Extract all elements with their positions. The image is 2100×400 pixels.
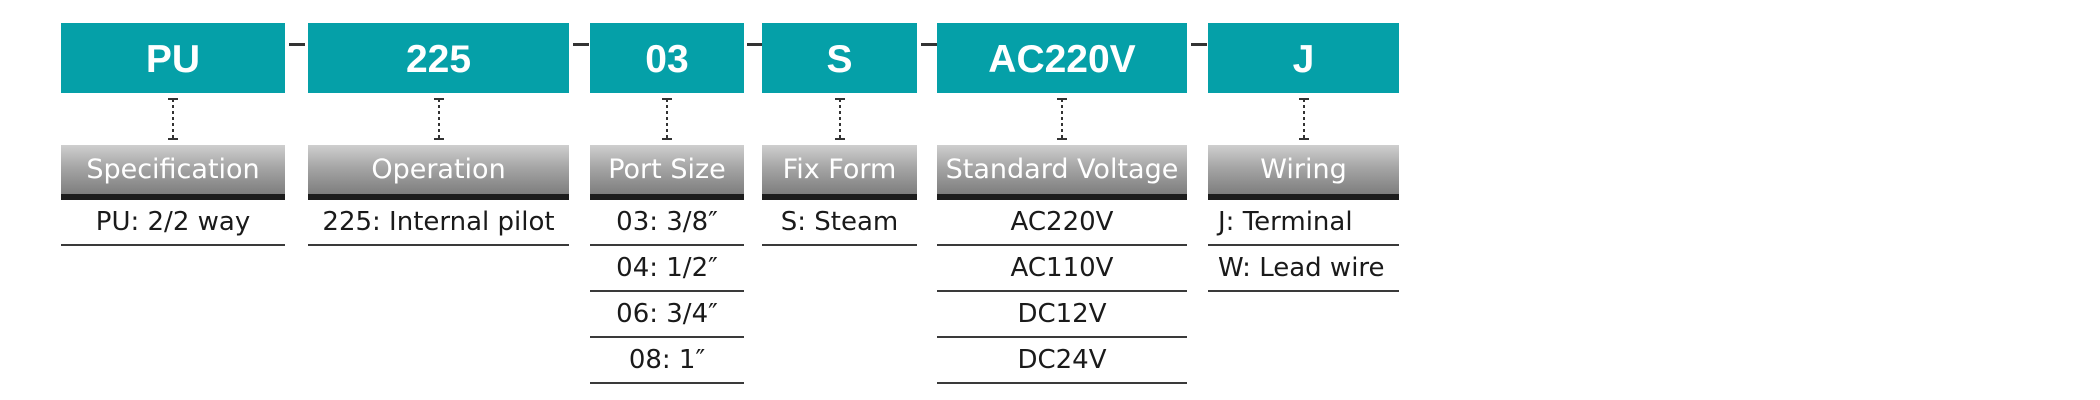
header-operation: Operation — [308, 145, 569, 200]
separator-dash — [747, 43, 763, 46]
options-operation: 225: Internal pilot — [308, 200, 569, 246]
options-wiring: J: Terminal W: Lead wire — [1208, 200, 1399, 292]
option-item: S: Steam — [762, 200, 917, 246]
separator-dash — [573, 43, 589, 46]
option-item: 08: 1″ — [590, 338, 744, 384]
connector-icon — [937, 93, 1187, 145]
separator-dash — [921, 43, 937, 46]
header-standard-voltage: Standard Voltage — [937, 145, 1187, 200]
option-item: PU: 2/2 way — [61, 200, 285, 246]
code-box-port-size: 03 — [590, 23, 744, 93]
options-specification: PU: 2/2 way — [61, 200, 285, 246]
connector-icon — [308, 93, 569, 145]
segment-specification: PU Specification PU: 2/2 way — [61, 23, 285, 246]
code-box-specification: PU — [61, 23, 285, 93]
connector-icon — [61, 93, 285, 145]
option-item: DC24V — [937, 338, 1187, 384]
options-standard-voltage: AC220V AC110V DC12V DC24V — [937, 200, 1187, 384]
option-item: 06: 3/4″ — [590, 292, 744, 338]
segment-operation: 225 Operation 225: Internal pilot — [308, 23, 569, 246]
options-port-size: 03: 3/8″ 04: 1/2″ 06: 3/4″ 08: 1″ — [590, 200, 744, 384]
option-item: AC110V — [937, 246, 1187, 292]
header-wiring: Wiring — [1208, 145, 1399, 200]
header-specification: Specification — [61, 145, 285, 200]
code-box-wiring: J — [1208, 23, 1399, 93]
separator-dash — [1191, 43, 1207, 46]
segment-port-size: 03 Port Size 03: 3/8″ 04: 1/2″ 06: 3/4″ … — [590, 23, 744, 384]
option-item: 03: 3/8″ — [590, 200, 744, 246]
code-box-standard-voltage: AC220V — [937, 23, 1187, 93]
option-item: 04: 1/2″ — [590, 246, 744, 292]
options-fix-form: S: Steam — [762, 200, 917, 246]
segment-standard-voltage: AC220V Standard Voltage AC220V AC110V DC… — [937, 23, 1187, 384]
option-item: W: Lead wire — [1208, 246, 1399, 292]
code-box-fix-form: S — [762, 23, 917, 93]
segment-wiring: J Wiring J: Terminal W: Lead wire — [1208, 23, 1399, 292]
connector-icon — [762, 93, 917, 145]
option-item: 225: Internal pilot — [308, 200, 569, 246]
connector-icon — [1208, 93, 1399, 145]
separator-dash — [289, 43, 305, 46]
code-box-operation: 225 — [308, 23, 569, 93]
option-item: J: Terminal — [1208, 200, 1399, 246]
segment-fix-form: S Fix Form S: Steam — [762, 23, 917, 246]
option-item: DC12V — [937, 292, 1187, 338]
connector-icon — [590, 93, 744, 145]
option-item: AC220V — [937, 200, 1187, 246]
header-fix-form: Fix Form — [762, 145, 917, 200]
header-port-size: Port Size — [590, 145, 744, 200]
